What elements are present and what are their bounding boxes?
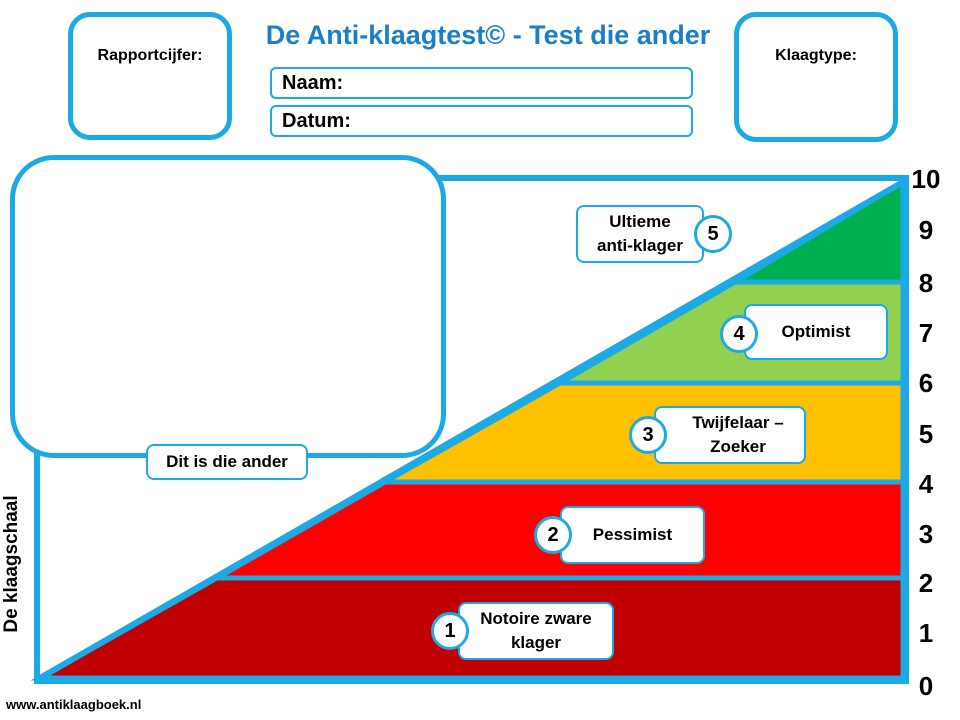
level-2-text: Pessimist bbox=[592, 525, 673, 544]
photo-box[interactable] bbox=[10, 155, 446, 458]
rapportcijfer-label: Rapportcijfer: bbox=[97, 47, 203, 64]
klaagtype-box[interactable]: Klaagtype: bbox=[734, 12, 898, 142]
level-4-number: 4 bbox=[720, 315, 758, 353]
diagonal-line bbox=[38, 179, 905, 681]
photo-caption: Dit is die ander bbox=[146, 444, 308, 480]
level-5-number: 5 bbox=[694, 215, 732, 253]
footer-url[interactable]: www.antiklaagboek.nl bbox=[6, 697, 142, 712]
scale-tick-6: 6 bbox=[918, 368, 934, 398]
scale-tick-4: 4 bbox=[918, 469, 934, 499]
level-4-label: Optimist bbox=[744, 304, 888, 360]
level-2-label: Pessimist bbox=[560, 506, 705, 564]
scale-tick-8: 8 bbox=[918, 268, 934, 298]
level-3-line1: Twijfelaar – bbox=[692, 413, 784, 432]
level-4-text: Optimist bbox=[781, 322, 851, 341]
scale-tick-2: 2 bbox=[918, 568, 934, 598]
level-5-line2: anti-klager bbox=[597, 236, 683, 255]
level-1-label: Notoire zware klager bbox=[458, 602, 614, 660]
scale-tick-10: 10 bbox=[911, 164, 941, 194]
level-5-line1: Ultieme bbox=[609, 212, 671, 231]
datum-label: Datum: bbox=[282, 110, 351, 132]
level-3-label: Twijfelaar – Zoeker bbox=[654, 406, 806, 464]
scale-tick-7: 7 bbox=[918, 318, 934, 348]
photo-caption-text: Dit is die ander bbox=[166, 452, 288, 471]
datum-field[interactable]: Datum: bbox=[270, 105, 693, 137]
scale-tick-5: 5 bbox=[918, 419, 934, 449]
level-3-number: 3 bbox=[629, 416, 667, 454]
naam-label: Naam: bbox=[282, 72, 344, 94]
level-1-line1: Notoire zware bbox=[480, 609, 592, 628]
page-title: De Anti-klaagtest© - Test die ander bbox=[265, 20, 711, 50]
scale-tick-1: 1 bbox=[918, 618, 934, 648]
klaagtype-label: Klaagtype: bbox=[775, 47, 857, 64]
level-1-line2: klager bbox=[510, 633, 562, 652]
level-2-number: 2 bbox=[534, 516, 572, 554]
level-1-number: 1 bbox=[431, 612, 469, 650]
naam-field[interactable]: Naam: bbox=[270, 67, 693, 99]
level-5-label: Ultieme anti-klager bbox=[576, 205, 704, 263]
scale-axis-label: De klaagschaal bbox=[1, 495, 22, 633]
scale-tick-0: 0 bbox=[918, 671, 934, 701]
scale-tick-9: 9 bbox=[918, 215, 934, 245]
scale-tick-3: 3 bbox=[918, 519, 934, 549]
rapportcijfer-box[interactable]: Rapportcijfer: bbox=[68, 12, 232, 140]
level-3-line2: Zoeker bbox=[710, 437, 766, 456]
